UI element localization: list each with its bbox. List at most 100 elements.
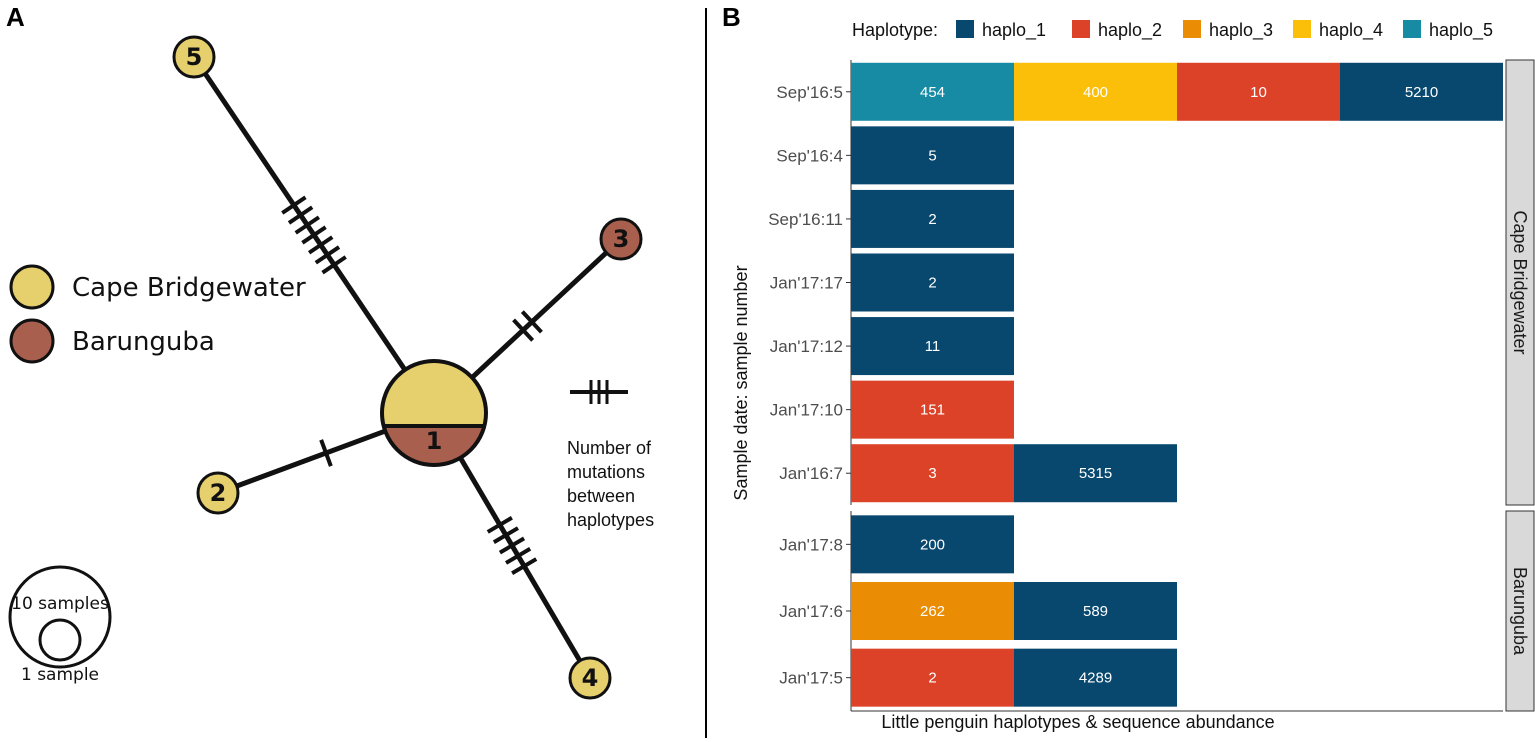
network-edges xyxy=(191,55,623,680)
bar-value-label: 200 xyxy=(920,536,945,553)
bar-value-label: 262 xyxy=(920,603,945,620)
node-3 xyxy=(599,217,643,261)
node-label-5: 5 xyxy=(186,43,203,71)
bar-value-label: 2 xyxy=(928,670,936,687)
bar-value-label: 454 xyxy=(920,84,945,101)
chart-y-tick-labels: Sep'16:5Sep'16:4Sep'16:11Jan'17:17Jan'17… xyxy=(768,83,851,688)
legend-swatch-haplo_4 xyxy=(1293,20,1311,38)
legend-swatch-barunguba xyxy=(9,318,55,364)
legend-label-haplo_3: haplo_3 xyxy=(1209,20,1273,41)
facet-strip-label: Barunguba xyxy=(1510,567,1530,656)
y-tick-label: Jan'17:8 xyxy=(779,535,843,554)
node-4 xyxy=(568,656,612,700)
node-label-3: 3 xyxy=(613,225,630,253)
bar-segment-haplo_3 xyxy=(851,582,1014,640)
bar-value-label: 5210 xyxy=(1405,84,1438,101)
bar-value-label: 2 xyxy=(928,275,936,292)
bar-segment-haplo_1 xyxy=(851,189,1014,248)
panel-b-letter: B xyxy=(722,2,741,32)
bar-segment-haplo_2 xyxy=(1177,62,1340,121)
y-tick-label: Sep'16:11 xyxy=(768,210,843,229)
bar-segment-haplo_2 xyxy=(851,444,1014,503)
bar-segment-haplo_1 xyxy=(851,126,1014,185)
panel-a-letter: A xyxy=(6,2,25,32)
mutation-note-line-3: between xyxy=(567,486,635,506)
legend-label-haplo_2: haplo_2 xyxy=(1098,20,1162,41)
facet-strip-label: Cape Bridgewater xyxy=(1510,210,1530,354)
mutation-hatch xyxy=(314,245,341,265)
mutation-hatch xyxy=(301,225,327,245)
bar-value-label: 589 xyxy=(1083,603,1108,620)
bar-segment-haplo_2 xyxy=(851,380,1014,439)
legend-swatch-cape-bridgewater xyxy=(9,264,55,310)
node-5 xyxy=(172,35,216,79)
mutation-hatch xyxy=(319,439,333,467)
bar-segment-haplo_1 xyxy=(851,253,1014,312)
mutation-hatch xyxy=(498,536,526,555)
legend-label-haplo_5: haplo_5 xyxy=(1429,20,1493,41)
size-legend-large-circle xyxy=(8,565,112,669)
x-axis-title: Little penguin haplotypes & sequence abu… xyxy=(881,712,1274,732)
bar-value-label: 10 xyxy=(1250,84,1267,101)
bar-value-label: 2 xyxy=(928,211,936,228)
mutation-hatch xyxy=(492,526,519,544)
mutation-note-line-4: haplotypes xyxy=(567,510,654,530)
facet-strip xyxy=(1505,59,1535,506)
mutation-hatch xyxy=(505,547,532,565)
bar-value-label: 5315 xyxy=(1079,465,1112,482)
size-legend-large-label: 10 samples xyxy=(11,594,109,614)
y-tick-label: Jan'17:6 xyxy=(779,602,843,621)
chart-legend: haplo_1 haplo_2 haplo_3 haplo_4 haplo_5 xyxy=(956,20,1493,41)
y-tick-label: Jan'17:12 xyxy=(770,337,843,356)
legend-label-haplo_1: haplo_1 xyxy=(982,20,1046,41)
bar-value-label: 11 xyxy=(925,338,941,355)
mutation-note-line-1: Number of xyxy=(567,438,652,458)
node-2 xyxy=(196,471,240,515)
mutation-hatch xyxy=(511,557,538,576)
mutation-hatch xyxy=(307,235,334,255)
bar-segment-haplo_1 xyxy=(1014,444,1177,503)
bar-segment-haplo_2 xyxy=(851,648,1014,707)
node-label-1: 1 xyxy=(426,427,443,455)
legend-label-cape-bridgewater: Cape Bridgewater xyxy=(72,273,306,303)
network-nodes: 1 2 3 4 5 xyxy=(172,35,643,700)
legend-swatch-haplo_2 xyxy=(1072,20,1090,38)
facet-strip xyxy=(1505,510,1535,712)
y-tick-label: Jan'17:5 xyxy=(779,669,843,688)
node-1-barunguba-share xyxy=(383,426,485,466)
node-1-cape-share xyxy=(382,361,486,426)
mutation-hatch xyxy=(281,195,307,215)
legend-swatch-haplo_1 xyxy=(956,20,974,38)
population-legend: Cape Bridgewater Barunguba xyxy=(9,264,306,364)
chart-legend-title: Haplotype: xyxy=(852,20,938,40)
mutation-hatch xyxy=(321,255,347,275)
bar-segment-haplo_1 xyxy=(1014,582,1177,640)
haplotype-network: 1 2 3 4 5 xyxy=(172,35,643,700)
y-tick-label: Jan'17:10 xyxy=(770,401,843,420)
mutation-hatch xyxy=(294,215,321,235)
bar-segment-haplo_5 xyxy=(851,62,1014,121)
bar-segment-haplo_1 xyxy=(851,515,1014,574)
y-tick-label: Sep'16:5 xyxy=(776,83,843,102)
node-label-2: 2 xyxy=(210,479,227,507)
bar-value-label: 3 xyxy=(928,465,936,482)
bar-value-label: 151 xyxy=(920,402,945,419)
mutation-note-line-2: mutations xyxy=(567,462,645,482)
bar-segment-haplo_4 xyxy=(1014,62,1177,121)
y-tick-label: Jan'17:17 xyxy=(770,274,843,293)
size-legend-small-circle xyxy=(38,618,82,662)
y-tick-label: Jan'16:7 xyxy=(779,464,843,483)
node-1-outline xyxy=(380,359,488,467)
y-axis-title: Sample date: sample number xyxy=(731,265,751,500)
legend-label-haplo_4: haplo_4 xyxy=(1319,20,1383,41)
node-label-4: 4 xyxy=(582,664,599,692)
bar-value-label: 4289 xyxy=(1079,670,1112,687)
mutation-hatch xyxy=(520,310,543,334)
y-tick-label: Sep'16:4 xyxy=(776,146,843,165)
size-legend-small-label: 1 sample xyxy=(21,665,99,685)
bar-value-label: 400 xyxy=(1083,84,1108,101)
